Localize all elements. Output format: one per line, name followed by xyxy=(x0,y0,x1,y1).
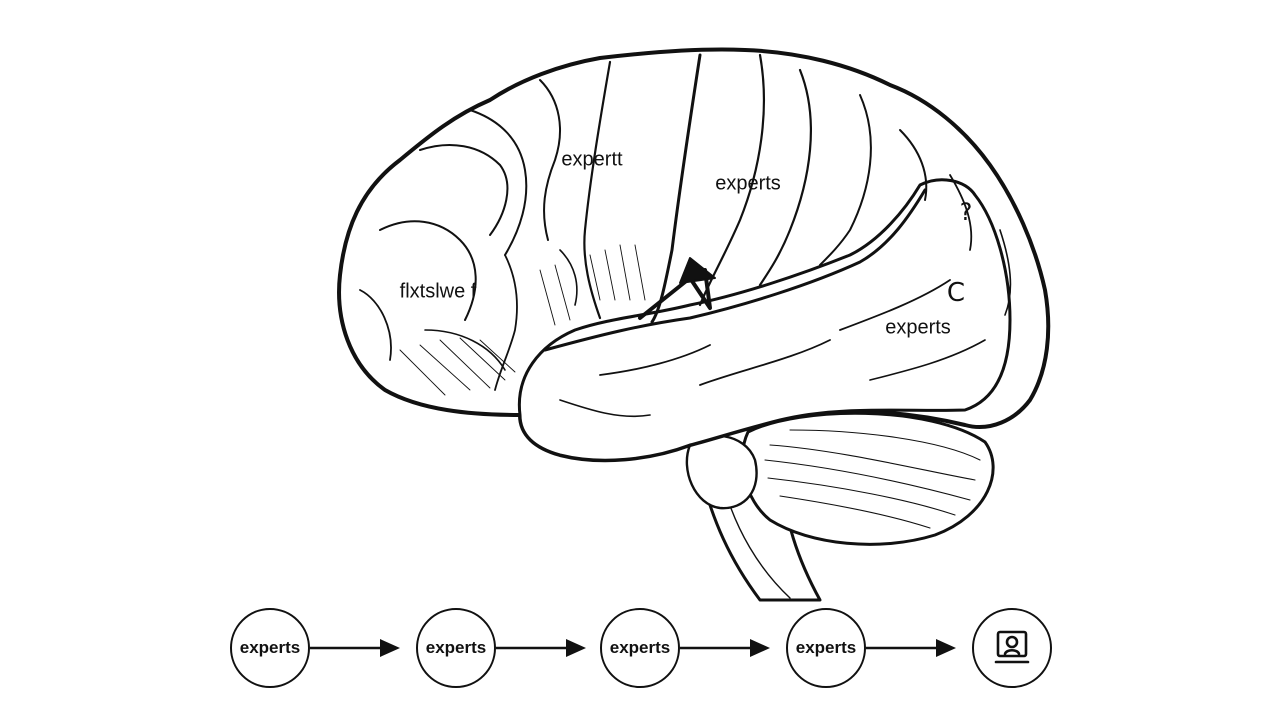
temporal-lobe xyxy=(517,178,1012,462)
pipeline-arrowhead xyxy=(936,639,956,657)
pipeline-node-3: experts xyxy=(600,608,680,688)
pipeline-node-2: experts xyxy=(416,608,496,688)
pipeline-node-label: experts xyxy=(609,638,671,657)
presenter-screen-icon xyxy=(994,630,1030,664)
frontal-label: flxtslwe f xyxy=(399,280,477,303)
cerebellum xyxy=(740,411,995,546)
pipeline-node-label: experts xyxy=(239,638,301,657)
pipeline-node-4: experts xyxy=(786,608,866,688)
center-experts-label: experts xyxy=(715,172,781,195)
brain-arrow xyxy=(638,268,712,320)
pipeline-arrowhead xyxy=(380,639,400,657)
pons xyxy=(685,434,758,510)
pipeline-node-1: experts xyxy=(230,608,310,688)
pipeline-arrowhead xyxy=(566,639,586,657)
pipeline-arrowhead xyxy=(750,639,770,657)
curl-glyph: C xyxy=(946,278,966,308)
pipeline-final-node xyxy=(972,608,1052,688)
top-expert-label: expertt xyxy=(561,148,623,171)
question-mark: ? xyxy=(959,198,973,226)
parietal-experts-label: experts xyxy=(885,316,951,339)
pipeline-node-label: experts xyxy=(795,638,857,657)
pipeline-node-label: experts xyxy=(425,638,487,657)
